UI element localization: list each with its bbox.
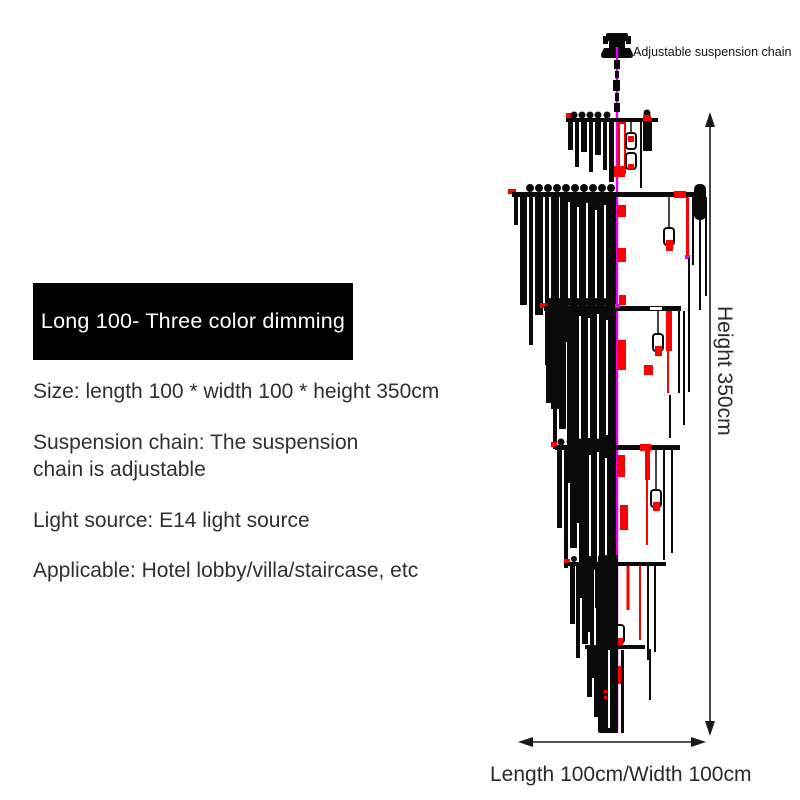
height-dimension-arrow xyxy=(705,112,715,736)
tier-4 xyxy=(551,438,680,650)
chain-annotation-label: Adjustable suspension chain xyxy=(633,45,792,59)
spec-size: Size: length 100 * width 100 * height 35… xyxy=(33,380,440,403)
length-dimension-arrow xyxy=(518,737,706,747)
tier-6-and-tail xyxy=(585,555,651,733)
height-dimension-label: Height 350cm xyxy=(713,306,736,436)
spec-light-source: Light source: E14 light source xyxy=(33,509,310,532)
title-box: Long 100- Three color dimming xyxy=(33,283,353,360)
tier-3 xyxy=(540,298,685,563)
length-dimension-label: Length 100cm/Width 100cm xyxy=(490,763,752,786)
spec-suspension-chain: Suspension chain: The suspension chain i… xyxy=(33,431,359,481)
spec-applicable: Applicable: Hotel lobby/villa/staircase,… xyxy=(33,559,419,582)
tier-1 xyxy=(566,109,658,188)
title-box-label: Long 100- Three color dimming xyxy=(40,309,346,333)
